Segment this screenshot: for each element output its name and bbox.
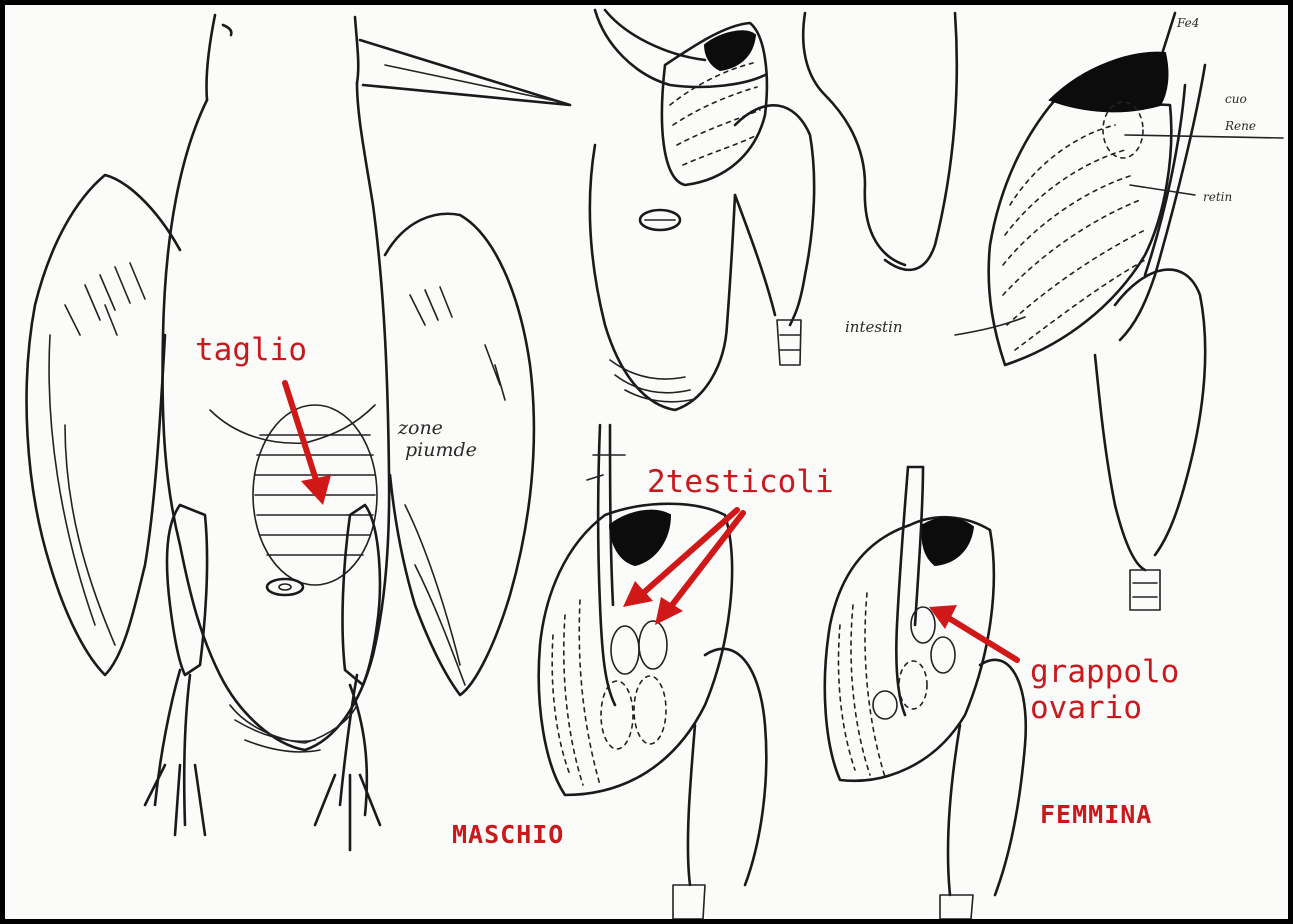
handwritten-side-2: cuo — [1225, 93, 1247, 106]
label-taglio: taglio — [195, 335, 307, 366]
handwritten-zone: zone — [398, 419, 443, 439]
handwritten-piumde: piumde — [405, 441, 477, 461]
handwritten-side-4: retin — [1203, 191, 1232, 204]
label-ovario: ovario — [1030, 693, 1142, 724]
label-maschio: MASCHIO — [452, 822, 564, 847]
label-grappolo: grappolo — [1030, 657, 1179, 688]
handwritten-side-1: Fe4 — [1177, 17, 1199, 30]
handwritten-intestino: intestin — [845, 320, 903, 336]
bird-anatomy-drawing — [5, 5, 1288, 919]
label-testicoli: 2testicoli — [647, 467, 834, 498]
label-femmina: FEMMINA — [1040, 802, 1152, 827]
opened-bird-top — [590, 10, 957, 410]
handwritten-side-3: Rene — [1225, 120, 1256, 133]
female-anatomy — [825, 467, 1026, 919]
